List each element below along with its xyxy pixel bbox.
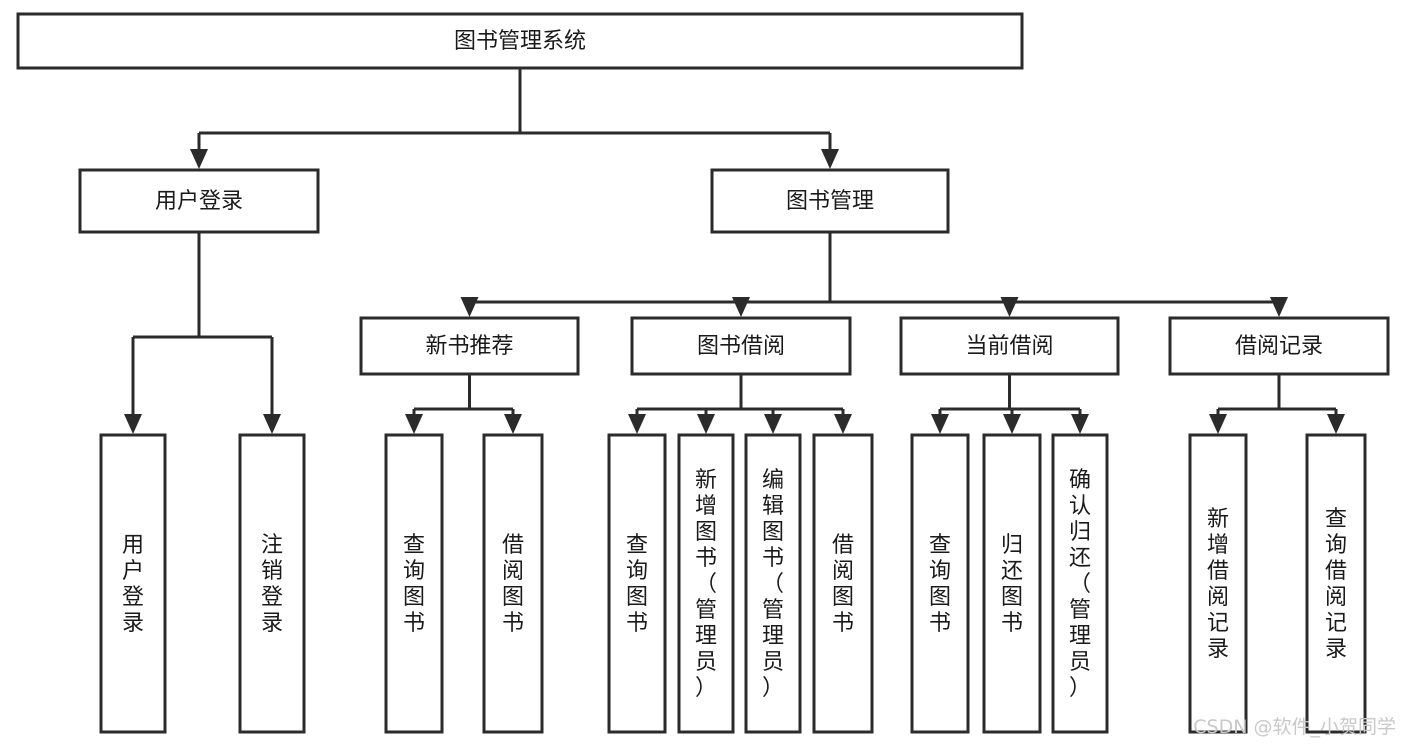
node-leaf-query-book-current[interactable]: 查询图书 xyxy=(910,433,970,734)
node-label-leaf-query-borrow-record: 查询借阅记录 xyxy=(1325,507,1347,662)
arrow-head-icon xyxy=(1000,297,1019,317)
node-box-leaf-confirm-return-admin xyxy=(1051,433,1109,734)
node-label-new-book-recommend: 新书推荐 xyxy=(425,334,513,359)
node-leaf-edit-book-admin[interactable]: 编辑图书（管理员） xyxy=(744,433,802,734)
node-box-leaf-query-book-borrow xyxy=(607,433,667,734)
node-leaf-add-book-admin[interactable]: 新增图书（管理员） xyxy=(677,433,735,734)
node-borrow-record[interactable]: 借阅记录 xyxy=(1168,316,1390,376)
node-label-root: 图书管理系统 xyxy=(454,29,586,54)
node-box-leaf-query-book-current xyxy=(910,433,970,734)
node-book-management[interactable]: 图书管理 xyxy=(710,168,950,234)
node-label-leaf-query-book-rec: 查询图书 xyxy=(403,533,425,636)
node-box-leaf-borrow-book xyxy=(812,433,874,734)
node-label-borrow-record: 借阅记录 xyxy=(1235,334,1323,359)
node-box-leaf-return-book xyxy=(982,433,1042,734)
arrow-head-icon xyxy=(405,414,423,434)
node-leaf-query-borrow-record[interactable]: 查询借阅记录 xyxy=(1305,433,1367,734)
node-label-leaf-confirm-return-admin: 确认归还（管理员） xyxy=(1069,468,1091,701)
node-root[interactable]: 图书管理系统 xyxy=(16,12,1024,70)
arrow-head-icon xyxy=(732,297,750,317)
arrow-head-icon xyxy=(821,149,839,169)
node-leaf-query-book-borrow[interactable]: 查询图书 xyxy=(607,433,667,734)
arrow-head-icon xyxy=(697,414,715,434)
node-label-current-borrow: 当前借阅 xyxy=(965,334,1053,359)
node-box-leaf-user-login xyxy=(99,433,167,734)
arrow-head-icon xyxy=(504,414,522,434)
node-box-leaf-query-borrow-record xyxy=(1305,433,1367,734)
node-leaf-user-login[interactable]: 用户登录 xyxy=(99,433,167,734)
node-label-leaf-query-book-current: 查询图书 xyxy=(929,533,951,636)
node-label-book-borrow: 图书借阅 xyxy=(697,334,785,359)
node-label-user-login: 用户登录 xyxy=(155,189,243,214)
node-box-leaf-add-book-admin xyxy=(677,433,735,734)
node-box-current-borrow xyxy=(899,316,1120,376)
node-leaf-user-logout[interactable]: 注销登录 xyxy=(238,433,306,734)
arrow-head-icon xyxy=(931,414,949,434)
node-box-leaf-add-borrow-record xyxy=(1188,433,1248,734)
arrow-head-icon xyxy=(460,297,479,317)
node-box-leaf-query-book-rec xyxy=(384,433,444,734)
arrow-head-icon xyxy=(764,414,782,434)
arrow-head-icon xyxy=(1327,414,1345,434)
arrow-head-icon xyxy=(1071,414,1089,434)
node-box-leaf-borrow-book-rec xyxy=(482,433,544,734)
node-label-leaf-borrow-book-rec: 借阅图书 xyxy=(502,533,524,636)
node-label-leaf-add-borrow-record: 新增借阅记录 xyxy=(1207,507,1229,662)
node-current-borrow[interactable]: 当前借阅 xyxy=(899,316,1120,376)
node-user-login[interactable]: 用户登录 xyxy=(78,168,320,234)
node-box-new-book-recommend xyxy=(359,316,580,376)
node-leaf-add-borrow-record[interactable]: 新增借阅记录 xyxy=(1188,433,1248,734)
node-box-book-management xyxy=(710,168,950,234)
node-label-book-management: 图书管理 xyxy=(786,189,874,214)
node-book-borrow[interactable]: 图书借阅 xyxy=(630,316,852,376)
node-label-leaf-query-book-borrow: 查询图书 xyxy=(626,533,648,636)
node-label-leaf-add-book-admin: 新增图书（管理员） xyxy=(695,468,717,701)
node-box-leaf-edit-book-admin xyxy=(744,433,802,734)
node-box-borrow-record xyxy=(1168,316,1390,376)
arrow-head-icon xyxy=(263,414,281,434)
node-leaf-borrow-book-rec[interactable]: 借阅图书 xyxy=(482,433,544,734)
arrow-head-icon xyxy=(1209,414,1227,434)
arrow-head-icon xyxy=(628,414,646,434)
arrow-head-icon xyxy=(124,414,142,434)
node-label-leaf-edit-book-admin: 编辑图书（管理员） xyxy=(762,468,784,701)
watermark-label: CSDN @软件_小贺同学 xyxy=(1193,716,1396,738)
arrow-head-icon xyxy=(190,149,208,169)
node-leaf-query-book-rec[interactable]: 查询图书 xyxy=(384,433,444,734)
node-box-root xyxy=(16,12,1024,70)
node-leaf-return-book[interactable]: 归还图书 xyxy=(982,433,1042,734)
node-label-leaf-borrow-book: 借阅图书 xyxy=(832,533,854,636)
nodes-layer: 图书管理系统用户登录图书管理新书推荐图书借阅当前借阅借阅记录用户登录注销登录查询… xyxy=(16,12,1390,734)
arrow-head-icon xyxy=(834,414,852,434)
node-label-leaf-return-book: 归还图书 xyxy=(1001,533,1023,636)
arrow-head-icon xyxy=(1270,297,1288,317)
node-new-book-recommend[interactable]: 新书推荐 xyxy=(359,316,580,376)
node-label-leaf-user-login: 用户登录 xyxy=(122,533,144,636)
node-leaf-confirm-return-admin[interactable]: 确认归还（管理员） xyxy=(1051,433,1109,734)
node-label-leaf-user-logout: 注销登录 xyxy=(261,533,283,636)
node-box-user-login xyxy=(78,168,320,234)
node-box-leaf-user-logout xyxy=(238,433,306,734)
node-leaf-borrow-book[interactable]: 借阅图书 xyxy=(812,433,874,734)
arrow-head-icon xyxy=(1003,414,1021,434)
node-box-book-borrow xyxy=(630,316,852,376)
connectors-layer xyxy=(124,68,1345,434)
